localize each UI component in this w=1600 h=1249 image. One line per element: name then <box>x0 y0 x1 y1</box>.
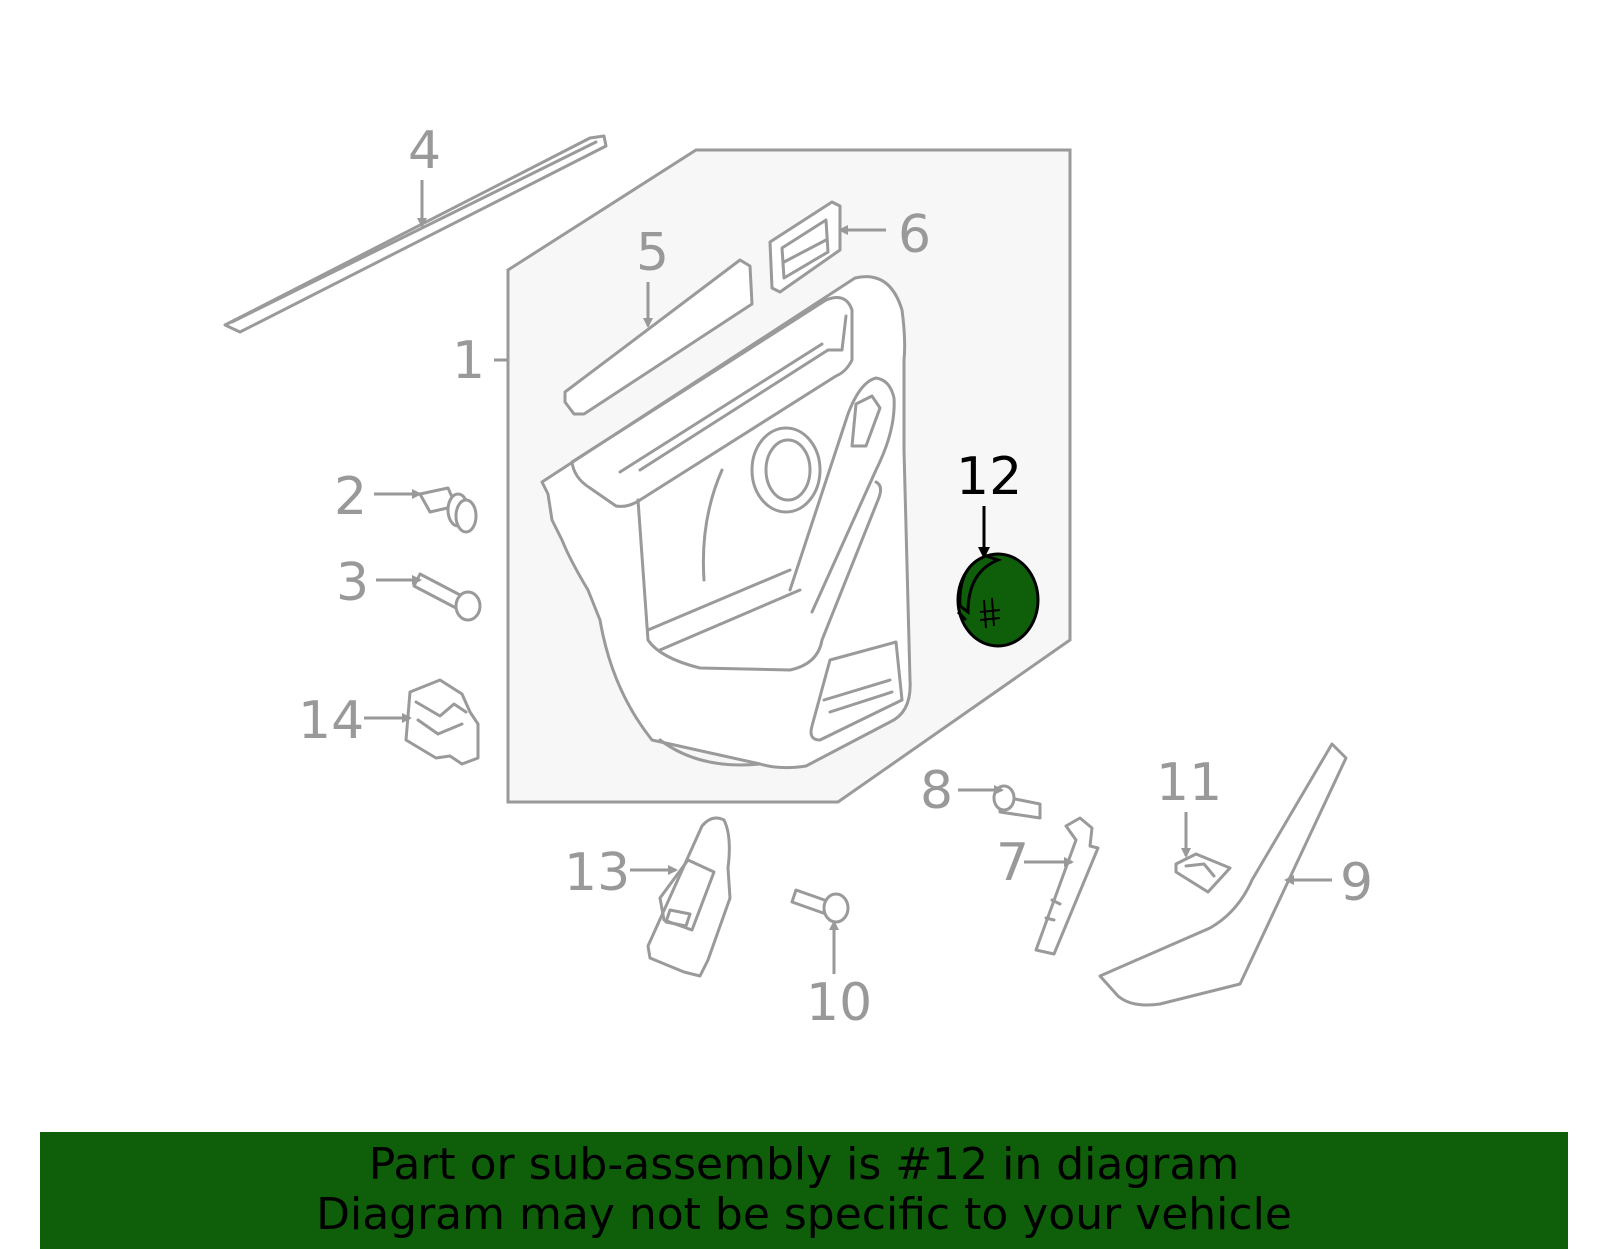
part-11-clip <box>1174 852 1232 894</box>
callout-9: 9 <box>1340 853 1373 913</box>
callout-6: 6 <box>898 205 931 265</box>
callout-12: 12 <box>956 447 1022 507</box>
banner-line-disclaimer: Diagram may not be specific to your vehi… <box>316 1189 1292 1240</box>
callout-13: 13 <box>564 843 630 903</box>
callout-leaders <box>364 180 1332 974</box>
callout-7: 7 <box>996 833 1029 893</box>
callout-4: 4 <box>408 121 441 181</box>
part-4-weatherstrip <box>223 134 608 334</box>
part-7-retainer <box>1034 816 1100 956</box>
part-12-highlighted <box>956 552 1040 648</box>
callout-11: 11 <box>1156 753 1222 813</box>
part-9-pillar-trim <box>1098 742 1348 1007</box>
part-3-screw <box>412 572 482 622</box>
banner-line-part-number: Part or sub-assembly is #12 in diagram <box>368 1139 1240 1190</box>
part-10-screw <box>790 888 850 924</box>
part-1-door-trim-panel <box>540 275 912 770</box>
callout-14: 14 <box>298 691 364 751</box>
callout-5: 5 <box>636 223 669 283</box>
callout-3: 3 <box>336 553 369 613</box>
part-2-clip <box>418 486 478 534</box>
part-13-window-switch <box>646 816 732 978</box>
callout-1: 1 <box>452 331 485 391</box>
callout-2: 2 <box>334 467 367 527</box>
part-5-trim-strip <box>563 258 754 416</box>
part-6-handle-bezel <box>768 200 842 294</box>
callout-numbers: 4 5 6 1 2 3 14 12 13 10 8 7 11 9 <box>298 121 1373 1033</box>
callout-8: 8 <box>920 761 953 821</box>
part-14-bracket <box>404 678 480 766</box>
info-banner: Part or sub-assembly is #12 in diagram D… <box>40 1132 1568 1249</box>
callout-10: 10 <box>806 973 872 1033</box>
